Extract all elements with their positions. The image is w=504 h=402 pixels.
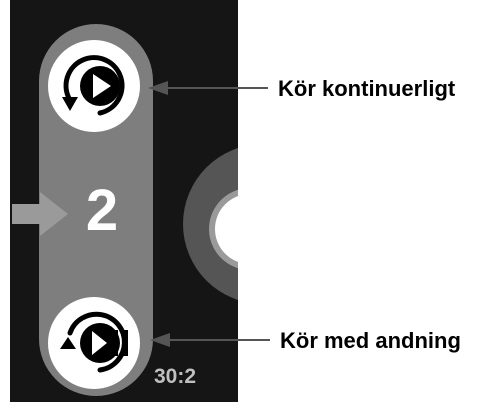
run-continuous-button[interactable]	[48, 40, 140, 132]
side-dial-center	[215, 194, 238, 264]
selection-arrow-icon	[12, 192, 68, 236]
side-dial-ring	[209, 188, 238, 270]
callout-label-run-continuous: Kör kontinuerligt	[278, 76, 456, 101]
callout-label-run-with-breathing: Kör med andning	[280, 328, 461, 353]
side-dial	[183, 144, 238, 304]
run-with-breathing-button[interactable]	[48, 297, 140, 389]
breath-play-pause-icon	[60, 311, 128, 373]
compression-ratio: 30:2	[154, 365, 197, 388]
cycle-count: 2	[85, 178, 119, 243]
replay-play-icon	[62, 55, 125, 116]
